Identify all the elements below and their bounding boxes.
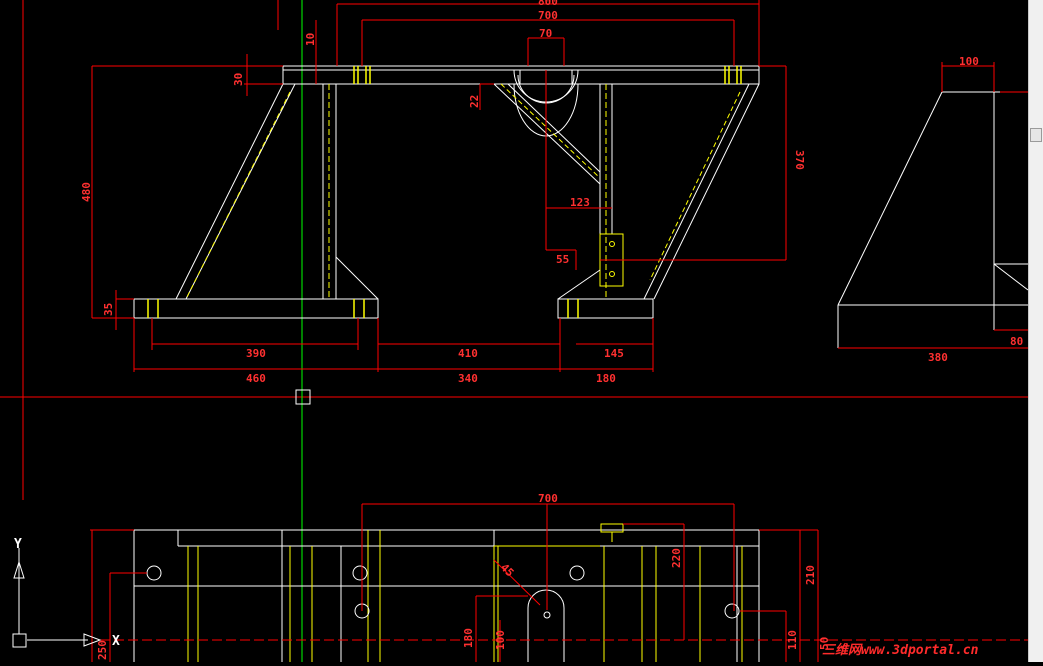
dim-220: 220	[670, 548, 683, 568]
dim-123: 123	[570, 196, 590, 209]
top-plate	[282, 65, 760, 85]
front-view-dimension-text: 800 700 70 10 30 22 480 370 123 55 35 39…	[80, 0, 806, 385]
dim-340: 340	[458, 372, 478, 385]
dim-180-bottom: 180	[462, 628, 475, 648]
dim-22: 22	[468, 95, 481, 108]
right-foot-slots	[567, 299, 579, 318]
watermark: 三维网www.3dportal.cn	[822, 642, 979, 658]
dim-460: 460	[246, 372, 266, 385]
dim-410: 410	[458, 347, 478, 360]
dim-180: 180	[596, 372, 616, 385]
dim-100-side: 100	[959, 55, 979, 68]
dim-100-bottom: 100	[494, 630, 507, 650]
scrollbar-thumb[interactable]	[1030, 128, 1042, 142]
left-foot	[133, 298, 379, 319]
ucs-y-label: Y	[14, 537, 22, 552]
dim-80: 80	[1010, 335, 1023, 348]
dim-380: 380	[928, 351, 948, 364]
dim-45: 45	[498, 561, 517, 580]
bottom-view-holes	[146, 565, 740, 619]
dim-480: 480	[80, 182, 93, 202]
inner-brace	[493, 83, 601, 185]
center-bracket	[513, 69, 579, 137]
side-view: 100 380 80	[837, 55, 1029, 364]
dim-110: 110	[786, 630, 799, 650]
dim-370: 370	[793, 150, 806, 170]
left-diagonal-leg	[175, 83, 296, 300]
dim-210: 210	[804, 565, 817, 585]
dim-55: 55	[556, 253, 569, 266]
dim-50: 50	[818, 637, 831, 650]
left-foot-slots	[147, 299, 365, 318]
bottom-view: 700 45 220 210 110 250 180 100 50	[90, 492, 1028, 662]
hidden-line	[185, 91, 291, 300]
crosshair-cursor-icon	[0, 0, 1028, 662]
front-view-dimension-lines	[91, 0, 787, 372]
right-gusset	[557, 269, 601, 300]
hidden-line	[500, 83, 601, 179]
ucs-x-label: X	[112, 634, 120, 649]
dim-145: 145	[604, 347, 624, 360]
top-plate-slots	[353, 66, 742, 84]
side-view-outline	[837, 91, 1029, 348]
dim-700-top: 700	[538, 9, 558, 22]
dim-30: 30	[232, 73, 245, 86]
dim-35: 35	[102, 303, 115, 316]
dim-250: 250	[96, 640, 109, 660]
dim-70: 70	[539, 27, 552, 40]
right-post	[599, 84, 613, 234]
right-diagonal-leg	[643, 83, 760, 300]
side-view-dimension-lines	[838, 62, 1028, 349]
hidden-line	[649, 91, 741, 281]
dim-700-bottom: 700	[538, 492, 558, 505]
dim-800: 800	[538, 0, 558, 8]
left-gusset	[335, 256, 379, 300]
front-view: 800 700 70 10 30 22 480 370 123 55 35 39…	[80, 0, 806, 385]
dim-390: 390	[246, 347, 266, 360]
ucs-icon	[12, 548, 102, 648]
bottom-view-outline	[133, 529, 760, 662]
bottom-view-dimension-lines	[90, 503, 819, 662]
dim-10: 10	[304, 33, 317, 46]
right-foot	[557, 298, 654, 319]
vertical-scrollbar[interactable]	[1028, 0, 1043, 662]
